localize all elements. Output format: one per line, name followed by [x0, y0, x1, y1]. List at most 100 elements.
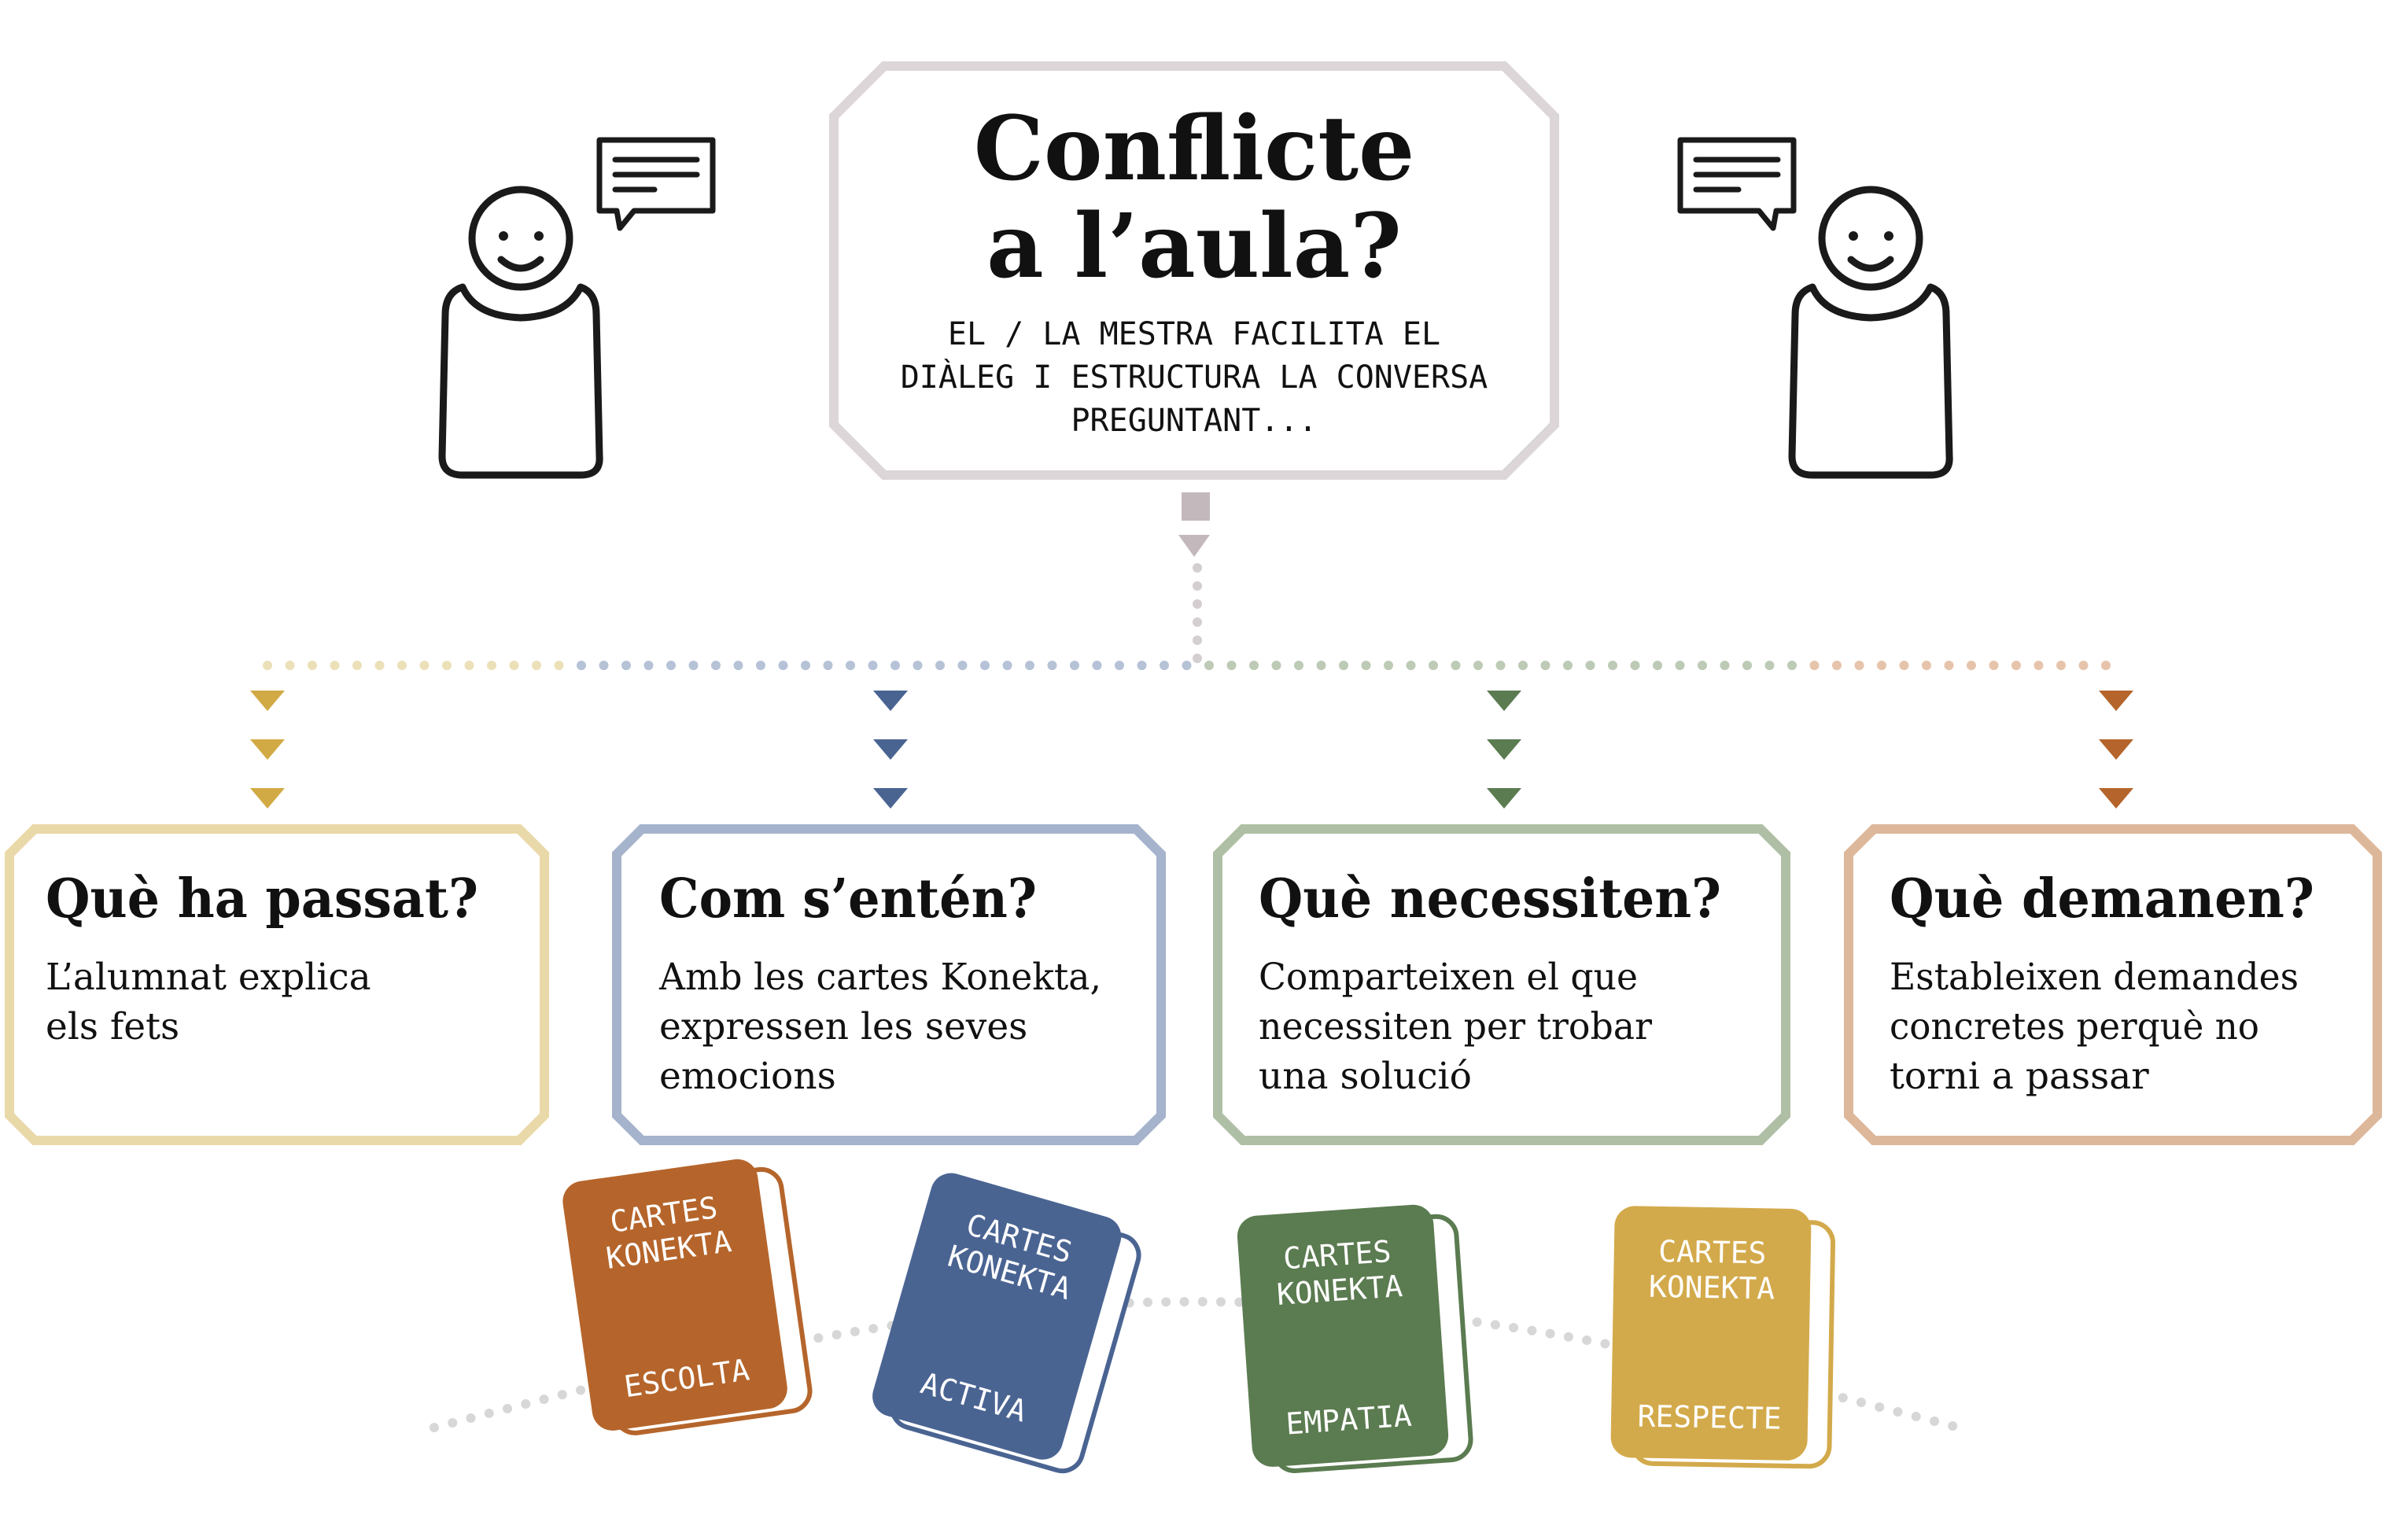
arc-dot: [868, 1324, 879, 1334]
arc-dot: [1838, 1393, 1848, 1403]
step-4-body-line1: Estableixen demandes: [1890, 956, 2299, 999]
subtitle-line-1: EL / LA MESTRA FACILITA EL: [948, 316, 1440, 352]
step-1-body-line2: els fets: [46, 1005, 179, 1048]
step-2-body-line1: Amb les cartes Konekta,: [658, 956, 1101, 999]
horizontal-dot: [577, 661, 586, 670]
header-box: Conflicte a l’aula? EL / LA MESTRA FACIL…: [829, 61, 1559, 480]
left-person-eye-l: [499, 231, 508, 241]
horizontal-dot: [1249, 661, 1259, 670]
step-arrow: [2099, 788, 2133, 809]
horizontal-dot: [1429, 661, 1438, 670]
arc-dot: [1875, 1402, 1885, 1412]
horizontal-dot: [1608, 661, 1617, 670]
horizontal-dot: [957, 661, 968, 670]
card-escolta: CARTES KONEKTA ESCOLTA: [562, 1159, 813, 1435]
page-title-line1: Conflicte: [974, 98, 1414, 201]
step-box-4-border: [1844, 824, 2382, 1145]
horizontal-dot: [688, 661, 699, 670]
step-3-title: Què necessiten?: [1259, 868, 1721, 930]
horizontal-dot: [1182, 661, 1192, 670]
horizontal-dot: [1922, 661, 1931, 670]
horizontal-dot: [1585, 661, 1595, 670]
horizontal-dot: [1764, 661, 1775, 670]
right-person-icon: [1788, 186, 1953, 479]
vertical-dot: [1193, 599, 1202, 609]
arc-dot: [1545, 1328, 1555, 1339]
vertical-dot: [1193, 654, 1202, 663]
card-respecte-line1: CARTES: [1658, 1234, 1767, 1270]
arc-dot: [1929, 1416, 1939, 1426]
horizontal-dot: [1092, 661, 1102, 670]
vertical-dot: [1193, 617, 1202, 627]
arc-dot: [1509, 1322, 1519, 1332]
horizontal-dot: [1294, 661, 1303, 670]
arc-dot: [1161, 1297, 1171, 1307]
horizontal-dotted-line: [263, 661, 2111, 670]
subtitle-line-3: PREGUNTANT...: [1071, 403, 1317, 439]
step-arrow: [1487, 788, 1521, 809]
page-title-line2: a l’aula?: [986, 195, 1402, 298]
horizontal-dot: [330, 661, 340, 670]
horizontal-dot: [1271, 661, 1281, 670]
step-1-title: Què ha passat?: [46, 868, 478, 930]
step-2-title: Com s’entén?: [659, 868, 1037, 930]
vertical-dotted-line: [1193, 563, 1202, 663]
right-bubble-outline: [1677, 137, 1797, 231]
arc-dot: [1600, 1339, 1610, 1349]
card-respecte-word: RESPECTE: [1637, 1398, 1782, 1435]
horizontal-dot: [509, 661, 519, 670]
card-empatia: CARTES KONEKTA EMPATIA: [1237, 1204, 1473, 1473]
header-border: [829, 61, 1559, 480]
left-bubble-outline: [596, 137, 716, 231]
step-arrow: [873, 691, 908, 711]
horizontal-dot: [1204, 661, 1214, 670]
step-box-4: Què demanen? Estableixen demandes concre…: [1844, 824, 2382, 1145]
horizontal-dot: [1809, 661, 1820, 670]
card-empatia-line1: CARTES: [1282, 1234, 1392, 1276]
horizontal-dot: [2011, 661, 2021, 670]
horizontal-dot: [756, 661, 765, 670]
horizontal-dot: [2033, 661, 2044, 670]
horizontal-dot: [442, 661, 452, 670]
horizontal-dot: [1540, 661, 1550, 670]
horizontal-dot: [621, 661, 631, 670]
step-arrow: [2099, 739, 2133, 760]
horizontal-dot: [487, 661, 496, 670]
arc-dot: [576, 1385, 586, 1395]
card-escolta-front: [562, 1159, 787, 1431]
horizontal-dot: [1384, 661, 1393, 670]
left-person-eye-r: [534, 231, 544, 241]
horizontal-dot: [1451, 661, 1461, 670]
horizontal-dot: [733, 661, 743, 670]
horizontal-dot: [285, 661, 295, 670]
horizontal-dot: [1944, 661, 1954, 670]
step-box-2: Com s’entén? Amb les cartes Konekta, exp…: [612, 824, 1166, 1145]
arc-dot: [1893, 1406, 1903, 1417]
step-arrow: [873, 739, 908, 760]
card-respecte: CARTES KONEKTA RESPECTE: [1610, 1206, 1836, 1469]
step-box-1-border: [5, 824, 549, 1145]
card-empatia-front: [1237, 1204, 1449, 1467]
horizontal-dot: [352, 661, 362, 670]
horizontal-dot: [1495, 661, 1506, 670]
horizontal-dot: [801, 661, 810, 670]
arc-dot: [1490, 1320, 1500, 1330]
horizontal-dot: [1361, 661, 1371, 670]
horizontal-dot: [1070, 661, 1079, 670]
horizontal-dot: [419, 661, 430, 670]
right-speech-bubble-icon: [1677, 137, 1797, 231]
horizontal-dot: [599, 661, 609, 670]
subtitle-line-2: DIÀLEG I ESTRUCTURA LA CONVERSA: [901, 358, 1488, 396]
step-4-title: Què demanen?: [1890, 868, 2314, 930]
horizontal-dot: [464, 661, 474, 670]
left-person-head: [468, 186, 573, 291]
horizontal-dot: [1047, 661, 1057, 670]
left-person-icon: [438, 186, 603, 479]
step-arrow: [250, 691, 285, 711]
card-activa: CARTES KONEKTA ACTIVA: [872, 1173, 1141, 1474]
arc-dot: [1856, 1398, 1866, 1408]
arc-dot: [1563, 1332, 1573, 1342]
right-person-eye-l: [1849, 231, 1858, 241]
horizontal-dot: [1339, 661, 1348, 670]
